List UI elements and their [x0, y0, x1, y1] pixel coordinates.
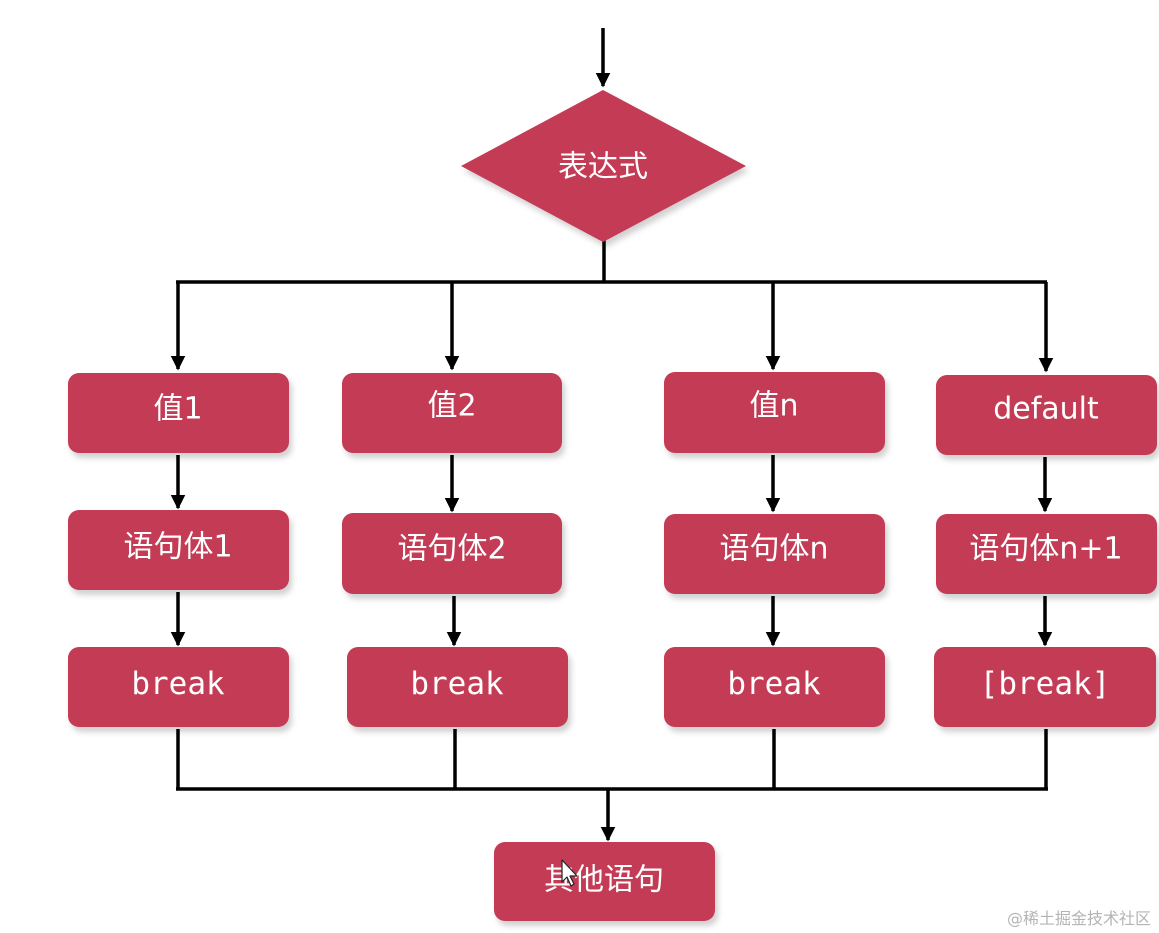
break-label-1: break — [131, 666, 225, 702]
break-box-n — [664, 647, 885, 727]
case-box-default — [936, 375, 1157, 455]
body-box-2 — [342, 513, 562, 594]
case-label-1: 值1 — [153, 392, 202, 427]
decision-label: 表达式 — [558, 150, 648, 185]
break-label-n: break — [727, 666, 821, 702]
break-box-1 — [68, 647, 289, 727]
body-box-1 — [68, 510, 289, 590]
case-box-n — [664, 372, 885, 453]
case-label-2: 值2 — [427, 389, 476, 424]
body-box-default — [936, 514, 1157, 594]
decision-shape — [461, 90, 746, 242]
branch-column-n: 值n 语句体n break — [664, 372, 885, 727]
mouse-pointer-icon — [561, 859, 578, 887]
connector-lines — [170, 28, 1054, 842]
body-label-1: 语句体1 — [123, 530, 232, 565]
branch-column-default: default 语句体n+1 [break] — [934, 375, 1157, 727]
break-box-2 — [347, 647, 568, 727]
body-label-n: 语句体n — [719, 532, 828, 567]
break-label-2: break — [410, 666, 504, 702]
branch-column-1: 值1 语句体1 break — [68, 373, 289, 727]
branch-column-2: 值2 语句体2 break — [342, 373, 568, 727]
break-box-default — [934, 647, 1156, 727]
case-label-n: 值n — [749, 389, 798, 424]
body-label-2: 语句体2 — [397, 532, 506, 567]
break-label-default: [break] — [980, 666, 1111, 702]
decision-node: 表达式 — [461, 90, 746, 242]
watermark-text: @稀土掘金技术社区 — [1006, 909, 1151, 928]
body-box-n — [664, 514, 885, 594]
case-label-default: default — [993, 392, 1099, 427]
case-box-1 — [68, 373, 289, 453]
body-label-default: 语句体n+1 — [969, 532, 1122, 567]
after-node: 其他语句 — [494, 842, 715, 921]
after-box — [494, 842, 715, 921]
case-box-2 — [342, 373, 562, 453]
